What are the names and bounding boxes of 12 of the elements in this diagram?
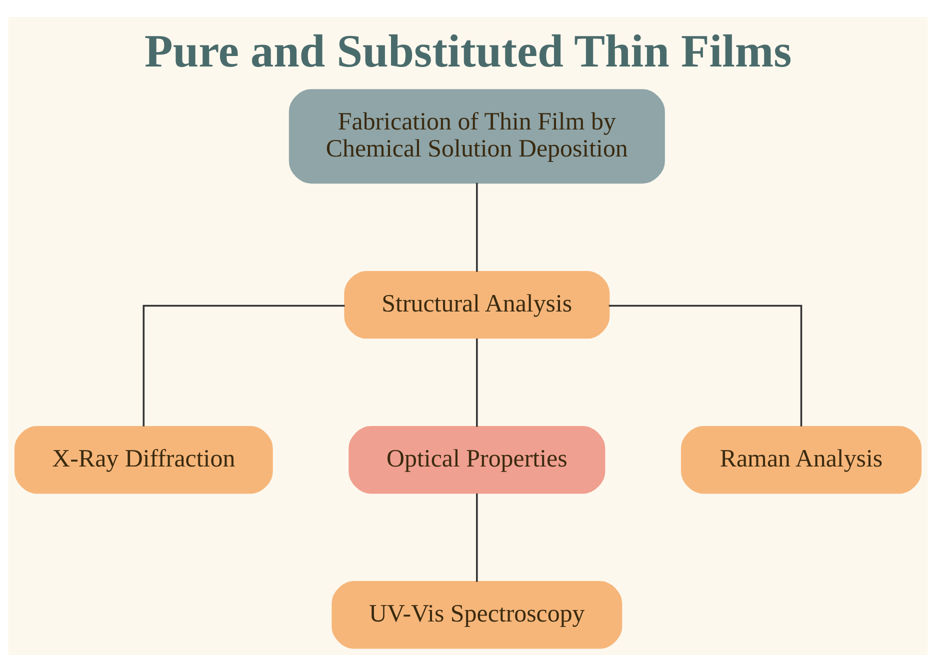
diagram-title: Pure and Substituted Thin Films (144, 26, 792, 78)
connector (476, 182, 478, 272)
node-box: Optical Properties (348, 426, 606, 494)
node-box: Fabrication of Thin Film by Chemical Solution Deposition (288, 88, 665, 184)
connector (608, 304, 802, 426)
node-box: UV-Vis Spectroscopy (332, 580, 622, 648)
connector (142, 304, 345, 426)
node-box: X-Ray Diffraction (14, 426, 273, 494)
connector (476, 493, 478, 582)
connector (476, 338, 478, 426)
node-box: Raman Analysis (680, 426, 922, 494)
node-box: Structural Analysis (344, 270, 610, 338)
